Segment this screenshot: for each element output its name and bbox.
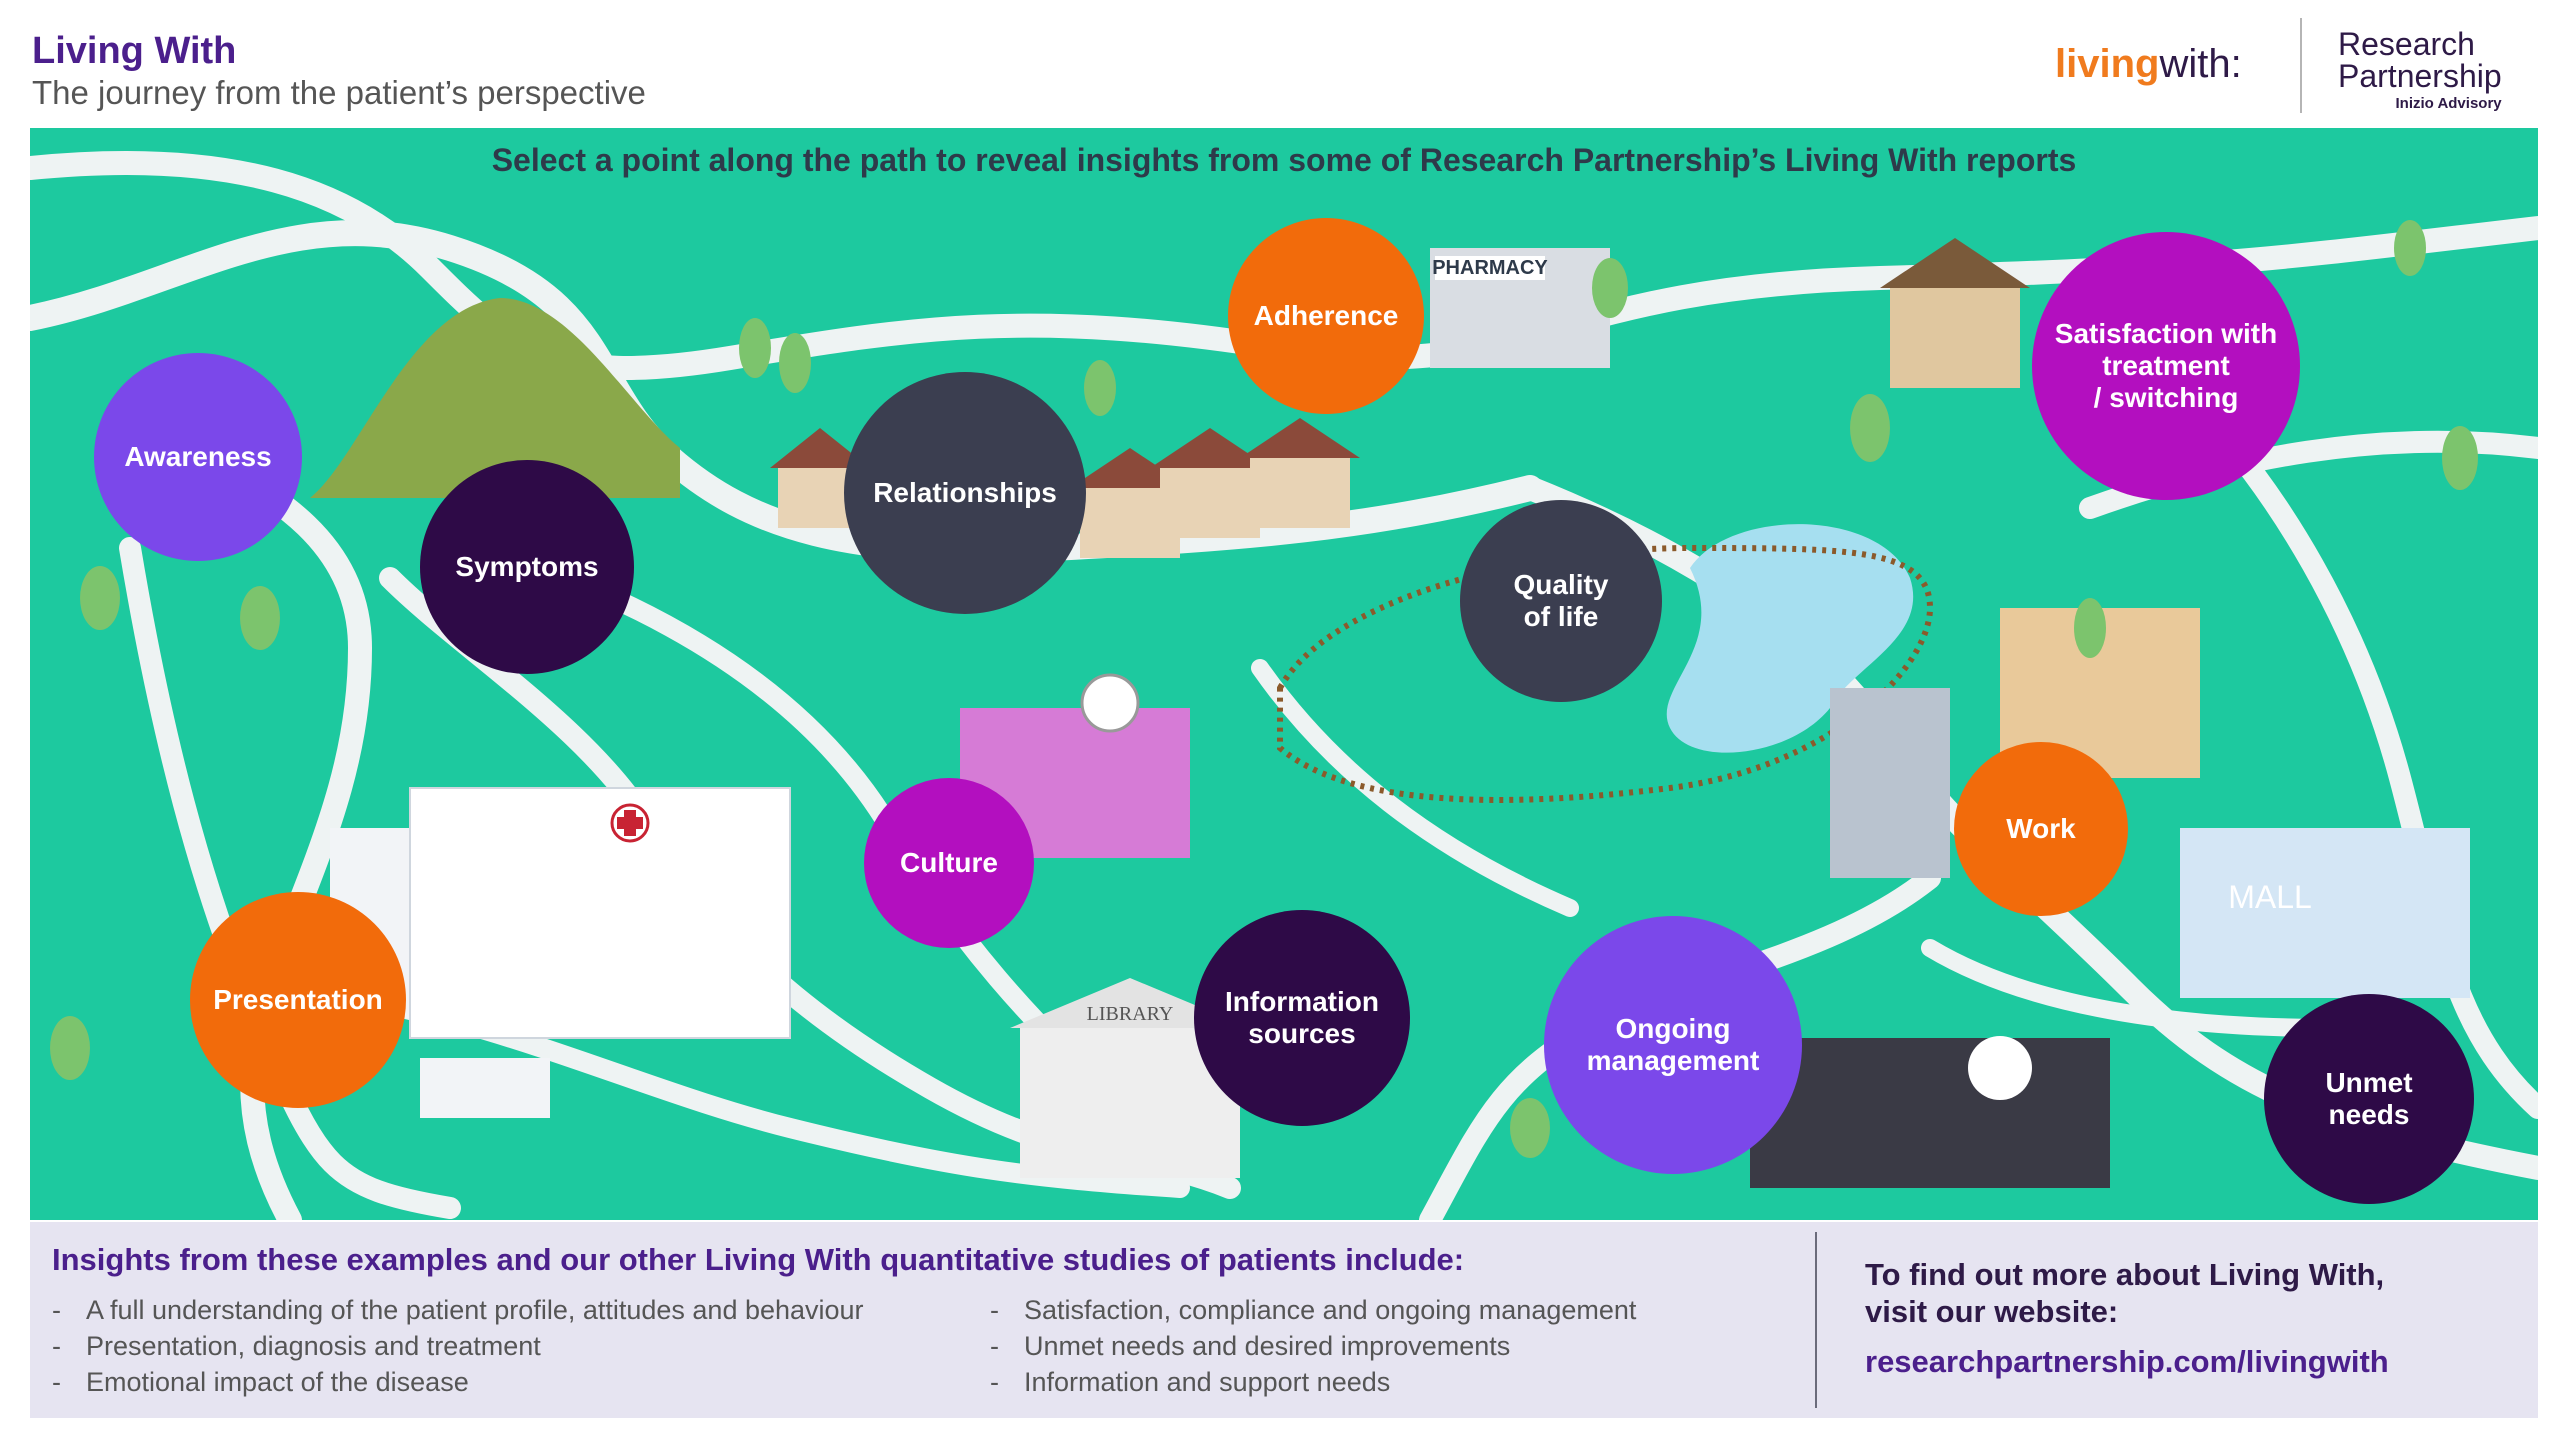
website-link[interactable]: researchpartnership.com/livingwith [1865, 1344, 2389, 1379]
point-work[interactable]: Work [1954, 742, 2128, 916]
footer-heading: Insights from these examples and our oth… [52, 1242, 1465, 1277]
insights-list-right: Satisfaction, compliance and ongoing man… [990, 1292, 1636, 1400]
trees [50, 220, 2478, 1158]
research-partnership-logo: Research Partnership Inizio Advisory [2338, 28, 2502, 111]
cta-line-2: visit our website: [1865, 1294, 2119, 1329]
coffee-shop [1880, 238, 2030, 388]
gym [1750, 1036, 2110, 1188]
point-awareness-label: Awareness [124, 440, 272, 472]
pharmacy-sign: PHARMACY [1432, 257, 1548, 279]
hospital [330, 787, 791, 1118]
point-information-sources-label: Information sources [1225, 985, 1379, 1049]
cta-line-1: To find out more about Living With, [1865, 1257, 2385, 1292]
point-ongoing-management[interactable]: Ongoing management [1544, 916, 1802, 1174]
point-ongoing-management-label: Ongoing management [1586, 1012, 1760, 1076]
logo-living-text: living [2055, 42, 2160, 86]
point-satisfaction[interactable]: Satisfaction with treatment / switching [2032, 232, 2300, 500]
point-symptoms-label: Symptoms [455, 550, 599, 582]
insight-item: Information and support needs [990, 1364, 1636, 1400]
brand-line-2: Partnership [2338, 58, 2502, 94]
insight-item: Presentation, diagnosis and treatment [52, 1328, 864, 1364]
pharmacy: PHARMACY [1430, 248, 1610, 368]
point-culture[interactable]: Culture [864, 778, 1034, 948]
pond [1666, 524, 1914, 753]
mall-sign: MALL [2228, 879, 2312, 915]
point-satisfaction-label: Satisfaction with treatment / switching [2054, 317, 2278, 414]
point-presentation[interactable]: Presentation [190, 892, 406, 1108]
point-information-sources[interactable]: Information sources [1194, 910, 1410, 1126]
footer-panel: Insights from these examples and our oth… [30, 1222, 2538, 1418]
houses [770, 418, 1360, 558]
point-relationships[interactable]: Relationships [844, 372, 1086, 614]
logo-with-text: with: [2159, 42, 2242, 86]
point-work-label: Work [2006, 812, 2076, 844]
point-unmet-needs-label: Unmet needs [2325, 1066, 2413, 1130]
library-sign: LIBRARY [1087, 1003, 1174, 1025]
journey-map: PHARMACY LIBRARY MALL [30, 128, 2538, 1220]
insight-item: Satisfaction, compliance and ongoing man… [990, 1292, 1636, 1328]
map-instruction: Select a point along the path to reveal … [491, 142, 2077, 178]
map-scene: PHARMACY LIBRARY MALL [30, 150, 2538, 1220]
page-title: Living With [32, 30, 237, 72]
point-awareness[interactable]: Awareness [94, 353, 302, 561]
living-with-logo: livingwith: [2055, 42, 2242, 87]
point-unmet-needs[interactable]: Unmet needs [2264, 994, 2474, 1204]
point-adherence-label: Adherence [1253, 299, 1399, 331]
brand-line-1: Research [2338, 26, 2475, 62]
point-quality-of-life-label: Quality of life [1513, 568, 1609, 632]
point-symptoms[interactable]: Symptoms [420, 460, 634, 674]
point-quality-of-life[interactable]: Quality of life [1460, 500, 1662, 702]
point-relationships-label: Relationships [873, 476, 1057, 508]
point-culture-label: Culture [900, 846, 998, 878]
insight-item: A full understanding of the patient prof… [52, 1292, 864, 1328]
insight-item: Unmet needs and desired improvements [990, 1328, 1636, 1364]
point-adherence[interactable]: Adherence [1228, 218, 1424, 414]
brand-line-3: Inizio Advisory [2395, 95, 2502, 112]
insights-list-left: A full understanding of the patient prof… [52, 1292, 864, 1400]
fence [1277, 544, 1934, 803]
footer-divider [1815, 1232, 1817, 1408]
header: Living With The journey from the patient… [0, 0, 2560, 128]
insight-item: Emotional impact of the disease [52, 1364, 864, 1400]
logo-divider [2300, 18, 2302, 113]
mall: MALL [2180, 828, 2470, 998]
point-presentation-label: Presentation [213, 983, 383, 1015]
page-subtitle: The journey from the patient’s perspecti… [32, 74, 646, 111]
mountain [310, 298, 680, 498]
